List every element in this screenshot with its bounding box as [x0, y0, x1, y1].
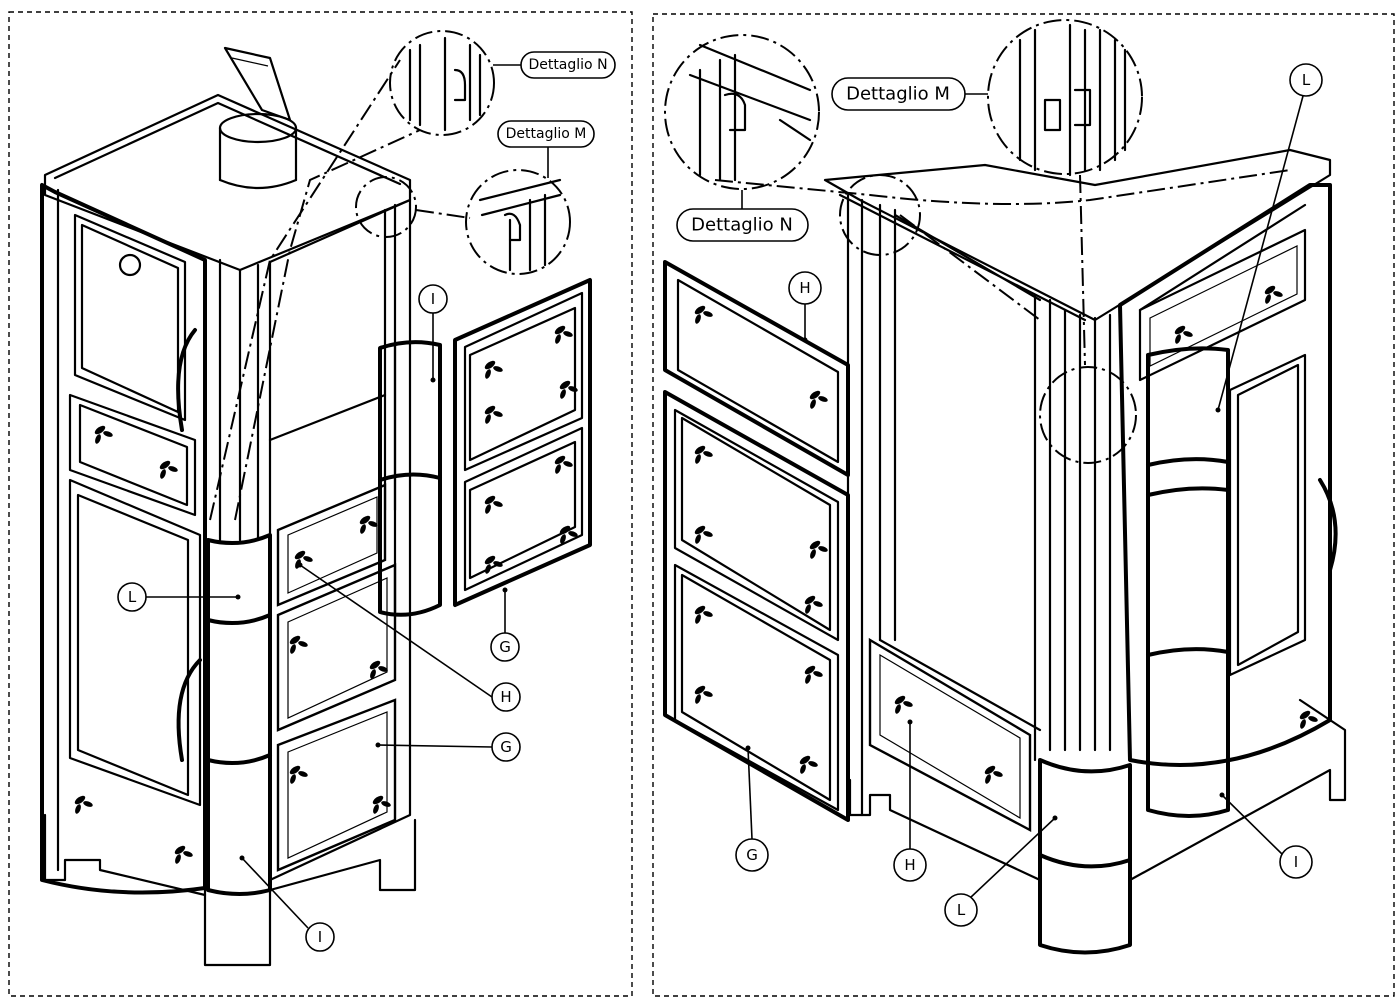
callout-right-h-top: H [788, 271, 822, 343]
callout-left-h: H [297, 562, 521, 712]
svg-text:I: I [318, 928, 322, 946]
svg-text:H: H [904, 856, 915, 874]
svg-text:L: L [128, 588, 137, 606]
callout-left-g-lower: G [375, 732, 521, 762]
svg-text:H: H [799, 279, 810, 297]
svg-text:G: G [499, 638, 511, 656]
svg-text:I: I [1294, 853, 1298, 871]
svg-text:L: L [1302, 71, 1311, 89]
callout-left-g-panel: G [490, 587, 520, 662]
svg-text:G: G [746, 846, 758, 864]
callout-right-l-bottom: L [944, 815, 1058, 927]
left-stove-drawing [40, 30, 592, 967]
callout-right-h-bottom: H [893, 719, 927, 882]
detail-n-label-right: Dettaglio N [676, 190, 809, 242]
svg-text:G: G [500, 738, 512, 756]
callout-left-i-top: I [418, 284, 448, 383]
right-view-frame [652, 13, 1395, 997]
left-view-frame [8, 11, 633, 997]
svg-text:L: L [957, 901, 966, 919]
detail-n-text-right: Dettaglio N [691, 215, 793, 236]
detail-m-label-right: Dettaglio M [831, 77, 988, 111]
svg-text:H: H [500, 688, 511, 706]
detail-n-label-left: Dettaglio N [493, 51, 616, 79]
callout-left-l: L [117, 582, 241, 612]
detail-n-text-left: Dettaglio N [528, 57, 607, 73]
detail-m-label-left: Dettaglio M [497, 120, 595, 178]
right-stove-drawing [663, 19, 1347, 955]
detail-m-text-right: Dettaglio M [846, 84, 950, 105]
callout-left-i-bottom: I [239, 855, 335, 952]
callout-right-g: G [735, 745, 769, 872]
callout-right-i: I [1219, 792, 1313, 879]
detail-m-text-left: Dettaglio M [506, 126, 587, 142]
svg-text:I: I [431, 290, 435, 308]
callout-right-l-top: L [1215, 63, 1323, 413]
